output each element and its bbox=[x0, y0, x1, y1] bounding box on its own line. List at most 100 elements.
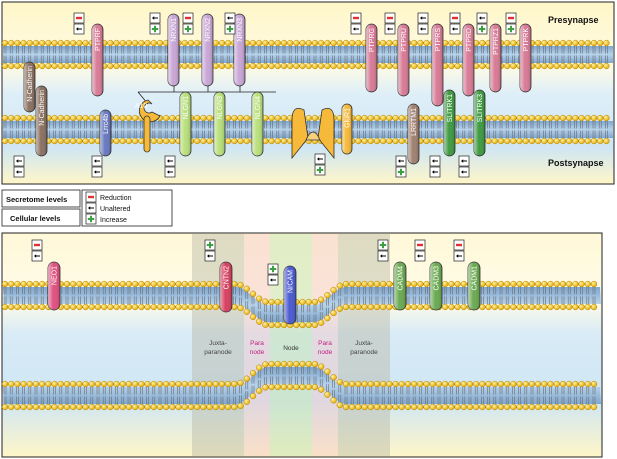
pre-protein-ptprg-label: PTPRG bbox=[369, 28, 376, 52]
pre-protein-nrxn1-label: NRXN1 bbox=[171, 18, 178, 42]
node-protein-cadm3-label: CADM3 bbox=[433, 266, 440, 291]
post-protein-glur1-label: GluR1 bbox=[344, 108, 351, 128]
pre-protein-ptprd-label: PTPRD bbox=[466, 28, 473, 52]
presynapse-label: Presynapse bbox=[548, 15, 599, 25]
post-protein-slitrk1-cellular-indicator bbox=[429, 166, 441, 178]
post-protein-glur1: GluR1 bbox=[341, 103, 353, 155]
node-protein-cadm3: CADM3 bbox=[429, 261, 443, 311]
node-protein-neo1-label: NEO1 bbox=[51, 266, 58, 285]
node-protein-nrcam-secretome-indicator bbox=[267, 263, 279, 275]
pre-protein-nrxn2: NRXN2 bbox=[201, 13, 214, 87]
post-protein-slitrk3-cellular-indicator bbox=[458, 166, 470, 178]
node-protein-cadm3-cellular-indicator bbox=[414, 250, 426, 262]
juxtaparanode-right-label: Juxta-paranode bbox=[350, 340, 378, 356]
pre-protein-nrxn1-secretome-indicator bbox=[149, 12, 161, 24]
node-protein-cadm4-label: CADM4 bbox=[397, 266, 404, 291]
lipid-core bbox=[3, 287, 601, 322]
postsynapse-label: Postsynapse bbox=[548, 158, 604, 168]
pre-protein-nrxn3-secretome-indicator bbox=[224, 12, 236, 24]
lipid-tails bbox=[3, 366, 596, 405]
node-protein-neo1: NEO1 bbox=[47, 261, 61, 311]
legend-reduction-icon bbox=[85, 191, 97, 203]
pre-protein-nrxn1: NRXN1 bbox=[167, 13, 180, 87]
pre-protein-ptprk-secretome-indicator bbox=[505, 12, 517, 24]
post-protein-lrrc4b-secretome-indicator bbox=[91, 155, 103, 167]
post-protein-lrrc4b-cellular-indicator bbox=[91, 166, 103, 178]
lipid-core bbox=[3, 46, 613, 63]
node-level-indicators bbox=[31, 239, 465, 286]
pre-protein-nrxn2-label: NRXN2 bbox=[205, 18, 212, 42]
post-protein-nlgn3-label: NLGN3 bbox=[217, 96, 224, 119]
pre-protein-ptpru-cellular-indicator bbox=[384, 23, 396, 35]
post-protein-glur1-secretome-indicator bbox=[314, 153, 326, 165]
post-protein-nlgn1-label: NLGN1 bbox=[183, 96, 190, 119]
node-protein-cadm4-cellular-indicator bbox=[377, 250, 389, 262]
juxtaparanode-left-region bbox=[192, 234, 244, 456]
pre-protein-ptprk-cellular-indicator bbox=[505, 23, 517, 35]
post-protein-slitrk3-label: SLITRK3 bbox=[477, 94, 484, 123]
legend-unaltered-label: Unaltered bbox=[100, 206, 130, 213]
synapse-level-indicators bbox=[13, 12, 517, 178]
pre-protein-ptprg-secretome-indicator bbox=[350, 12, 362, 24]
pre-protein-ptprd-secretome-indicator bbox=[449, 12, 461, 24]
pre-protein-ptprz1: PTPRZ1 bbox=[489, 23, 502, 93]
post-protein-n-cadherin: N-Cadherin bbox=[35, 85, 48, 157]
post-protein-lrrtm1-secretome-indicator bbox=[395, 155, 407, 167]
node-protein-cadm3-secretome-indicator bbox=[414, 239, 426, 251]
node-protein-cadm1-cellular-indicator bbox=[453, 250, 465, 262]
node-protein-nrcam-cellular-indicator bbox=[267, 274, 279, 286]
post-protein-n-cadherin-cellular-indicator bbox=[13, 166, 25, 178]
legend-increase-icon bbox=[85, 213, 97, 225]
lipid-heads bbox=[1, 360, 598, 411]
pre-protein-ptprz1-secretome-indicator bbox=[476, 12, 488, 24]
legend-reduction-label: Reduction bbox=[100, 195, 132, 202]
post-protein-n-cadherin-secretome-indicator bbox=[13, 155, 25, 167]
node-protein-nrcam: NrCAM bbox=[283, 265, 297, 325]
legend-cellular-label: Cellular levels bbox=[10, 214, 60, 223]
pre-protein-ptprg: PTPRG bbox=[365, 23, 378, 93]
paranode-right-region bbox=[312, 234, 338, 456]
pre-protein-ptpru: PTPRU bbox=[397, 23, 410, 97]
post-protein-nlgn3: NLGN3 bbox=[213, 91, 226, 157]
node-protein-cadm4-secretome-indicator bbox=[377, 239, 389, 251]
pre-protein-ptprf-secretome-indicator bbox=[73, 12, 85, 24]
legend-cellular-box bbox=[1, 208, 81, 227]
synapse-panel: Presynapse Postsynapse N-Cadherin PTPRF NR… bbox=[1, 1, 615, 185]
post-protein-a10: A10 bbox=[135, 99, 161, 153]
legend: Secretome levels Cellular levels Reducti… bbox=[1, 189, 173, 227]
post-protein-lrrc4b-label: Lrrc4b bbox=[103, 114, 110, 134]
pre-protein-ptpru-secretome-indicator bbox=[384, 12, 396, 24]
pre-protein-nrxn3-cellular-indicator bbox=[224, 23, 236, 35]
pre-protein-ptprz1-cellular-indicator bbox=[476, 23, 488, 35]
post-protein-slitrk1-label: SLITRK1 bbox=[447, 94, 454, 123]
pre-protein-ptprf-label: PTPRF bbox=[95, 28, 102, 51]
pre-protein-ptprs-label: PTPRS bbox=[435, 28, 442, 52]
post-protein-slitrk1: SLITRK1 bbox=[443, 89, 456, 157]
pre-protein-ptprk-label: PTPRK bbox=[523, 28, 530, 52]
node-protein-cntn2-secretome-indicator bbox=[204, 239, 216, 251]
legend-secretome-box bbox=[1, 189, 81, 208]
legend-symbol-box bbox=[81, 189, 173, 227]
post-protein-nlgn1: NLGN1 bbox=[179, 91, 192, 157]
legend-increase-label: Increase bbox=[100, 217, 127, 224]
post-protein-nlgn1-secretome-indicator bbox=[164, 155, 176, 167]
lipid-core bbox=[3, 121, 613, 138]
pre-protein-nrxn2-secretome-indicator bbox=[182, 12, 194, 24]
post-protein-slitrk3-secretome-indicator bbox=[458, 155, 470, 167]
pre-protein-ptprs-cellular-indicator bbox=[417, 23, 429, 35]
pre-protein-ptpru-label: PTPRU bbox=[401, 28, 408, 52]
pre-protein-nrxn3-label: NRXN3 bbox=[237, 18, 244, 42]
node-protein-cadm1-secretome-indicator bbox=[453, 239, 465, 251]
node-protein-nrcam-label: NrCAM bbox=[287, 270, 294, 293]
juxtaparanode-right-region bbox=[338, 234, 390, 456]
post-protein-lrrtm1: LRRTM1 bbox=[407, 103, 420, 165]
pre-protein-n-cadherin-label: N-Cadherin bbox=[27, 66, 34, 102]
node-protein-cntn2: CNTN2 bbox=[219, 261, 233, 313]
node-protein-cadm1-label: CADM1 bbox=[471, 266, 478, 291]
axon-membrane-upper bbox=[1, 280, 601, 329]
node-protein-cadm1: CADM1 bbox=[467, 261, 481, 311]
